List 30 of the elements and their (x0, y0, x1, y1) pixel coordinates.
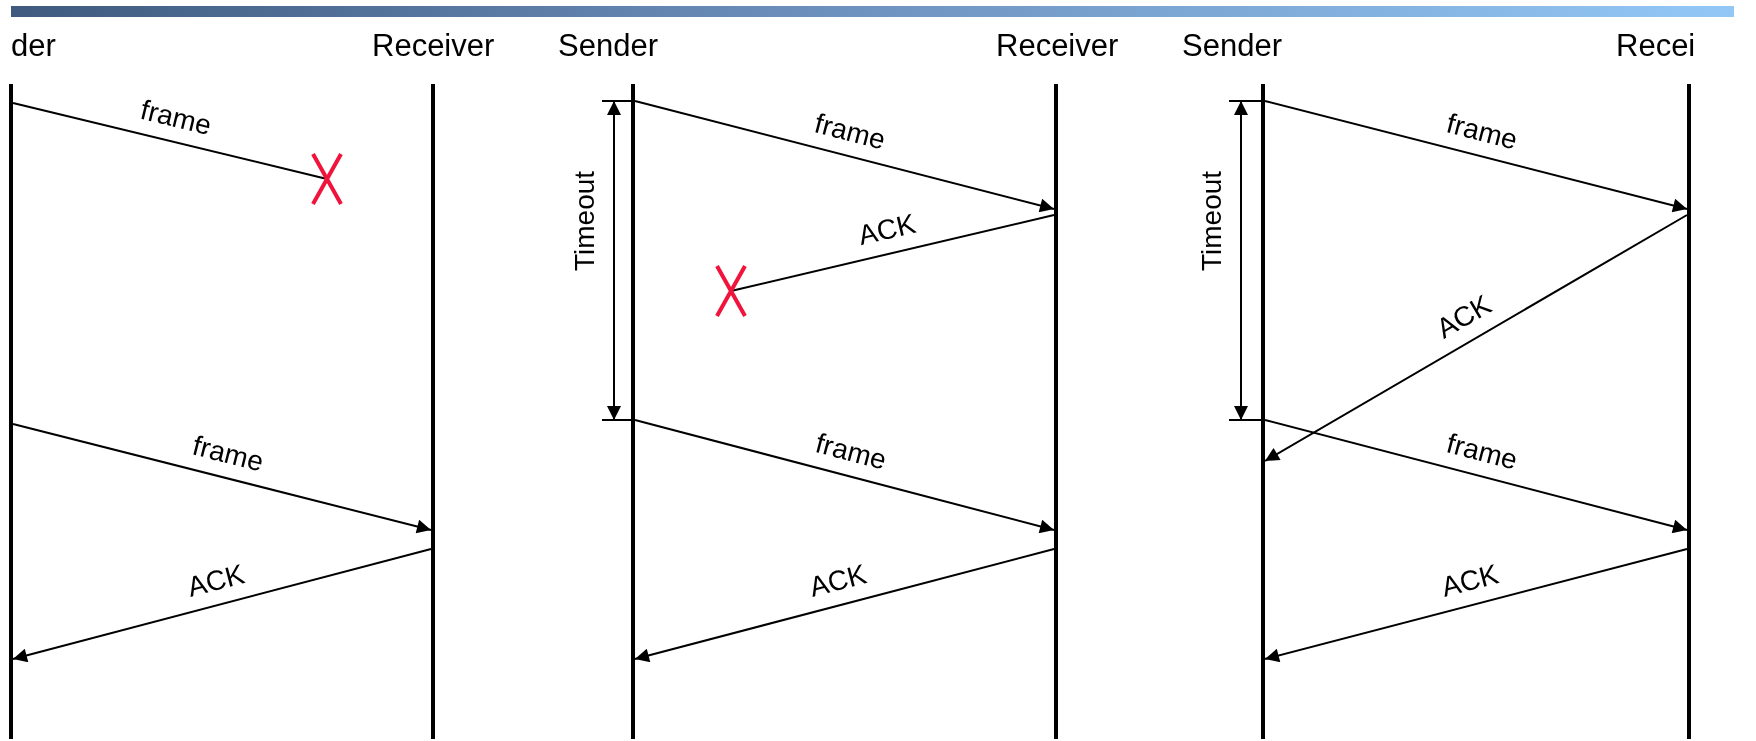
lifeline-label: der (11, 28, 56, 64)
message-arrow (1264, 214, 1688, 462)
message-arrow (634, 100, 1055, 213)
message-arrow (1264, 548, 1688, 663)
edge-label: ACK (806, 558, 871, 603)
timeout-label: Timeout (570, 170, 600, 271)
edge-label: ACK (855, 208, 919, 251)
edge-label: ACK (1438, 559, 1502, 603)
edge-label: frame (812, 428, 889, 476)
lifeline-label: Recei (1616, 28, 1696, 64)
message-arrow (12, 423, 432, 534)
message-arrow (1264, 100, 1688, 213)
lifeline-label: Sender (1182, 28, 1282, 64)
message-arrow (634, 419, 1055, 534)
edge-label: frame (137, 94, 214, 141)
lifeline-label: Receiver (996, 28, 1119, 64)
message-arrow (1264, 419, 1688, 534)
edge-label: ACK (184, 558, 248, 603)
edge-label: frame (812, 108, 889, 156)
message-arrow (12, 548, 432, 663)
lifeline-label: Receiver (372, 28, 495, 64)
edge-label: ACK (1431, 289, 1497, 345)
lost-cross-mark (309, 152, 345, 206)
lifeline-label: Sender (558, 28, 658, 64)
edge-label: frame (1443, 108, 1521, 156)
lost-cross-mark (713, 264, 749, 318)
message-arrow (634, 548, 1055, 663)
timeout-label: Timeout (1197, 170, 1227, 271)
edge-label: frame (1443, 428, 1521, 476)
edge-label: frame (189, 430, 267, 478)
